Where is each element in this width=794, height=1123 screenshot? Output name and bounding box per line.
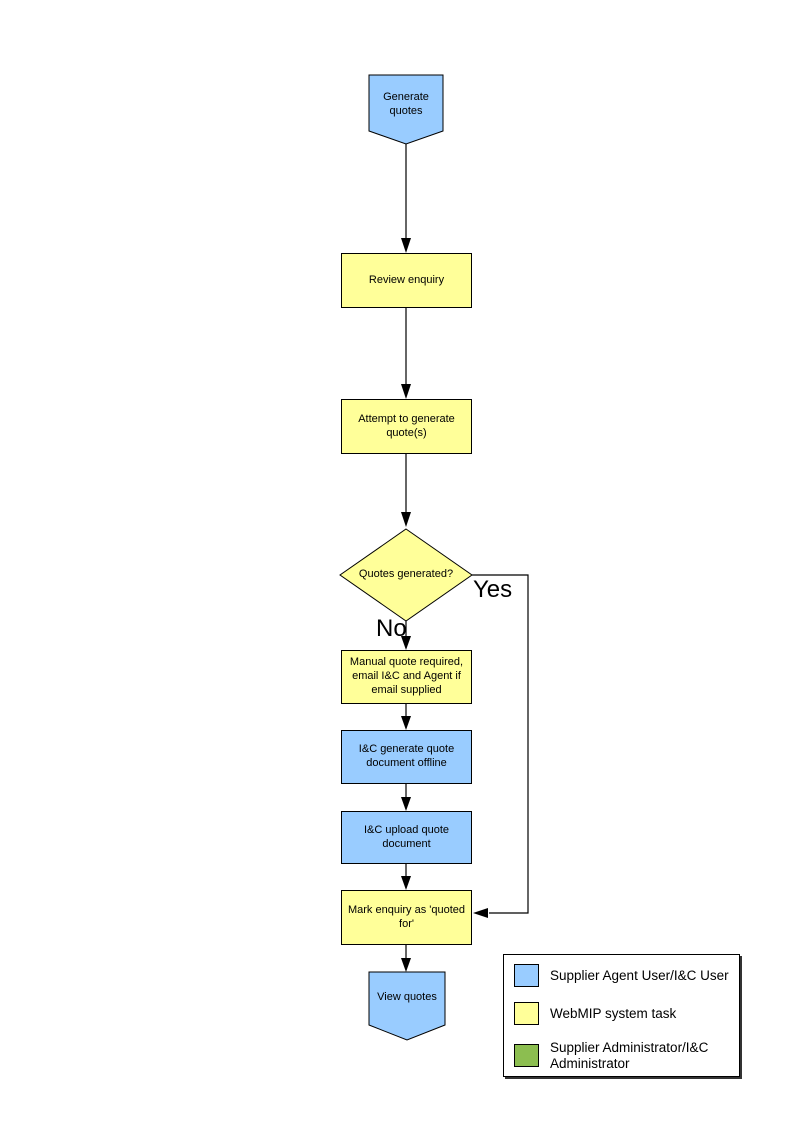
mark-enquiry-node: Mark enquiry as 'quoted for': [341, 890, 472, 945]
arrowhead-manual-icgenerate: [401, 716, 411, 730]
arrowhead-decision-manual: [401, 636, 411, 650]
legend-label-system-task: WebMIP system task: [550, 1005, 677, 1021]
end-terminator-shape: [368, 971, 446, 1041]
manual-quote-node: Manual quote required, email I&C and Age…: [341, 650, 472, 704]
legend-row-system-task: WebMIP system task: [514, 1002, 729, 1025]
arrowhead-review-attempt: [401, 384, 411, 399]
arrowhead-yes-branch: [473, 908, 488, 918]
legend-row-admin-task: Supplier Administrator/I&C Administrator: [514, 1040, 729, 1072]
start-node-label: Generate quotes: [383, 91, 429, 117]
arrowhead-icupload-mark: [401, 876, 411, 890]
arrowhead-mark-end: [401, 958, 411, 972]
attempt-generate-node: Attempt to generate quote(s): [341, 399, 472, 454]
legend-label-admin-task: Supplier Administrator/I&C Administrator: [550, 1040, 709, 1071]
legend-chip-user-task: [514, 964, 539, 987]
arrowhead-attempt-decision: [401, 512, 411, 527]
ic-generate-node: I&C generate quote document offline: [341, 730, 472, 784]
decision-diamond-shape: [339, 528, 473, 622]
yes-branch-label: Yes: [473, 576, 513, 603]
legend-row-user-task: Supplier Agent User/I&C User: [514, 964, 729, 987]
review-enquiry-node: Review enquiry: [341, 253, 472, 308]
ic-upload-node: I&C upload quote document: [341, 811, 472, 864]
arrowhead-start-review: [401, 238, 411, 253]
no-branch-label: No: [376, 615, 407, 642]
connector-yes-branch: [472, 574, 529, 914]
start-terminator-shape: [368, 74, 444, 145]
legend-box: Supplier Agent User/I&C User WebMIP syst…: [503, 954, 740, 1077]
legend-label-user-task: Supplier Agent User/I&C User: [550, 967, 729, 983]
end-node-label: View quotes: [377, 991, 437, 1004]
legend-chip-admin-task: [514, 1044, 539, 1068]
decision-node-label: Quotes generated?: [358, 568, 454, 581]
legend-chip-system-task: [514, 1002, 539, 1025]
arrowhead-icgenerate-icupload: [401, 797, 411, 811]
